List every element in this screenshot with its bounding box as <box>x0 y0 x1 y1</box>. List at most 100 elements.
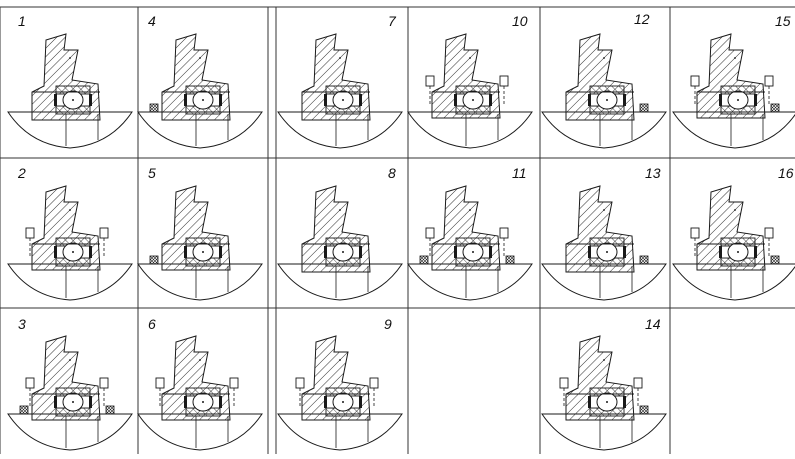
housing-center-mark <box>69 209 71 211</box>
ball-center-mark <box>72 401 74 403</box>
ball-center-mark <box>737 99 739 101</box>
retaining-ring-right <box>89 94 92 106</box>
variant-label: 3 <box>18 316 26 332</box>
grid-lines <box>0 6 795 454</box>
bolt-head-left <box>425 227 435 239</box>
variant-label: 14 <box>645 316 661 332</box>
variant-label: 4 <box>148 13 156 29</box>
bolt-head-right <box>499 75 509 87</box>
ball-center-mark <box>606 251 608 253</box>
housing-center-mark <box>339 359 341 361</box>
retaining-ring-left <box>54 396 57 408</box>
shaft-section <box>277 413 403 451</box>
seal-left <box>149 103 159 113</box>
retaining-ring-left <box>588 396 591 408</box>
housing-center-mark <box>199 209 201 211</box>
seal-right <box>505 255 515 265</box>
shaft-section <box>541 111 667 149</box>
retaining-ring-left <box>324 246 327 258</box>
retaining-ring-right <box>623 396 626 408</box>
ball-center-mark <box>72 251 74 253</box>
shaft-section <box>541 263 667 301</box>
bolt-head-right <box>99 227 109 239</box>
bearing-assembly <box>137 33 263 149</box>
bolt-head-right <box>369 377 379 389</box>
housing-center-mark <box>603 57 605 59</box>
shaft-section <box>7 413 133 451</box>
variant-label: 5 <box>148 165 156 181</box>
bolt-head-right <box>764 75 774 87</box>
retaining-ring-left <box>324 396 327 408</box>
variant-label: 9 <box>384 316 392 332</box>
ball-center-mark <box>342 401 344 403</box>
bearing-assembly <box>672 33 795 149</box>
shaft-section <box>672 111 795 149</box>
bearing-assembly <box>672 185 795 301</box>
variant-label: 2 <box>18 165 26 181</box>
ball-center-mark <box>202 99 204 101</box>
variant-label: 16 <box>778 165 794 181</box>
housing-center-mark <box>469 57 471 59</box>
variant-label: 7 <box>388 13 396 29</box>
variant-label: 1 <box>18 13 26 29</box>
bearing-assembly <box>541 185 667 301</box>
bolt-head-left <box>690 227 700 239</box>
variant-label: 6 <box>148 316 156 332</box>
housing-center-mark <box>603 359 605 361</box>
shaft-section <box>7 111 133 149</box>
retaining-ring-left <box>54 94 57 106</box>
variant-label: 12 <box>634 11 650 27</box>
bearing-assembly <box>277 33 403 149</box>
bolt-head-right <box>764 227 774 239</box>
shaft-section <box>277 111 403 149</box>
ball-center-mark <box>606 99 608 101</box>
retaining-ring-right <box>754 246 757 258</box>
shaft-section <box>407 263 533 301</box>
retaining-ring-left <box>324 94 327 106</box>
retaining-ring-right <box>623 94 626 106</box>
retaining-ring-right <box>89 396 92 408</box>
seal-left <box>19 405 29 415</box>
retaining-ring-left <box>54 246 57 258</box>
housing-center-mark <box>734 57 736 59</box>
variant-label: 11 <box>512 165 527 181</box>
shaft-section <box>541 413 667 451</box>
bolt-head-left <box>155 377 165 389</box>
variant-label: 15 <box>775 13 791 29</box>
bearing-assembly <box>277 335 403 451</box>
retaining-ring-left <box>184 94 187 106</box>
variant-label: 10 <box>512 13 528 29</box>
bolt-head-right <box>229 377 239 389</box>
ball-center-mark <box>72 99 74 101</box>
housing-center-mark <box>469 209 471 211</box>
ball-center-mark <box>606 401 608 403</box>
retaining-ring-right <box>489 246 492 258</box>
ball-center-mark <box>737 251 739 253</box>
housing-center-mark <box>339 209 341 211</box>
retaining-ring-right <box>359 396 362 408</box>
retaining-ring-right <box>219 246 222 258</box>
shaft-section <box>137 263 263 301</box>
shaft-section <box>137 111 263 149</box>
bearing-assembly <box>7 335 133 451</box>
seal-left <box>149 255 159 265</box>
shaft-section <box>407 111 533 149</box>
housing-center-mark <box>199 359 201 361</box>
bolt-head-left <box>25 227 35 239</box>
ball-center-mark <box>342 251 344 253</box>
ball-center-mark <box>472 251 474 253</box>
seal-left <box>419 255 429 265</box>
housing-center-mark <box>339 57 341 59</box>
housing-center-mark <box>69 57 71 59</box>
shaft-section <box>7 263 133 301</box>
seal-right <box>105 405 115 415</box>
bolt-head-left <box>425 75 435 87</box>
seal-right <box>770 103 780 113</box>
bearing-assembly <box>407 33 533 149</box>
bearing-assembly <box>541 33 667 149</box>
bearing-assembly <box>137 335 263 451</box>
retaining-ring-right <box>623 246 626 258</box>
retaining-ring-left <box>454 246 457 258</box>
retaining-ring-right <box>754 94 757 106</box>
ball-center-mark <box>202 251 204 253</box>
